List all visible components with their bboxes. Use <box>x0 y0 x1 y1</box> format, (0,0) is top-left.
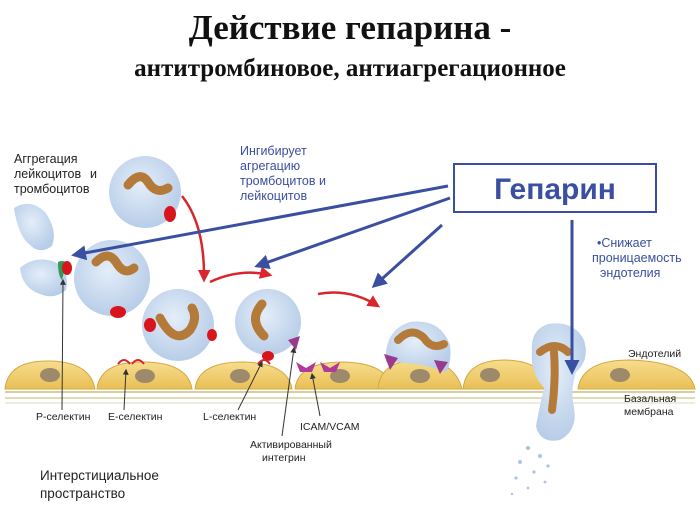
e-selectin-molecules <box>117 359 145 365</box>
leukocyte <box>109 156 181 228</box>
e-selectin-label: E-селектин <box>108 411 163 423</box>
endothelium-label: Эндотелий <box>628 348 681 360</box>
transmigrating-leukocyte <box>510 323 586 496</box>
interstitial-label: Интерстициальное пространство <box>40 468 159 501</box>
leukocyte <box>235 289 301 361</box>
molecule-labels: P-селектин E-селектин L-селектин ICAM/VC… <box>36 411 360 464</box>
leukocyte <box>74 240 150 318</box>
icam-vcam-label: ICAM/VCAM <box>300 421 360 433</box>
endothelial-cell <box>577 359 696 390</box>
leukocyte <box>142 289 217 361</box>
p-selectin-label: P-селектин <box>36 411 91 423</box>
endothelial-cell <box>96 361 193 390</box>
aggregation-line-2: лейкоцитов <box>14 167 81 181</box>
interstitial-line-2: пространство <box>40 486 125 501</box>
permeability-label: •Снижает проницаемость эндотелия <box>592 236 682 280</box>
aggregation-line-1: Аггрегация <box>14 152 78 166</box>
integrin-line-2: интегрин <box>262 452 306 464</box>
inhibits-label: Ингибирует агрегацию тромбоцитов и лейко… <box>240 144 326 203</box>
icam-vcam-molecules <box>296 362 340 372</box>
pointer-lines <box>59 278 321 437</box>
page-subtitle: антитромбиновое, антиагрегационное <box>134 55 566 82</box>
inhibits-line-4: лейкоцитов <box>240 189 307 203</box>
dispersed-particles <box>510 446 550 496</box>
permeability-line-2: проницаемость <box>592 251 682 265</box>
heparin-label: Гепарин <box>494 173 616 206</box>
aggregation-line-3: и <box>90 167 97 181</box>
aggregation-line-4: тромбоцитов <box>14 182 90 196</box>
inhibits-line-3: тромбоцитов и <box>240 174 326 188</box>
migration-arrows <box>181 195 381 308</box>
integrin-line-1: Активированный <box>250 439 332 451</box>
page-title: Действие гепарина - <box>188 8 512 47</box>
endothelial-cell <box>194 361 293 390</box>
endothelial-cells <box>4 359 696 390</box>
aggregation-label: Аггрегация лейкоцитов и тромбоцитов <box>14 152 97 196</box>
leukocyte <box>384 321 451 374</box>
l-selectin-label: L-селектин <box>203 411 256 423</box>
heparin-box <box>453 163 657 213</box>
basement-line-2: мембрана <box>624 406 674 418</box>
inhibits-line-1: Ингибирует <box>240 144 307 158</box>
leukocyte-aggregate <box>14 203 72 297</box>
endothelial-cell <box>294 361 393 390</box>
permeability-line-1: •Снижает <box>597 236 652 250</box>
inhibits-line-2: агрегацию <box>240 159 300 173</box>
permeability-line-3: эндотелия <box>600 266 660 280</box>
heparin-inhibition-arrows <box>71 184 580 375</box>
basement-membrane <box>5 391 695 404</box>
endothelial-cell <box>4 360 96 390</box>
basement-line-1: Базальная <box>624 393 676 405</box>
interstitial-line-1: Интерстициальное <box>40 468 159 483</box>
